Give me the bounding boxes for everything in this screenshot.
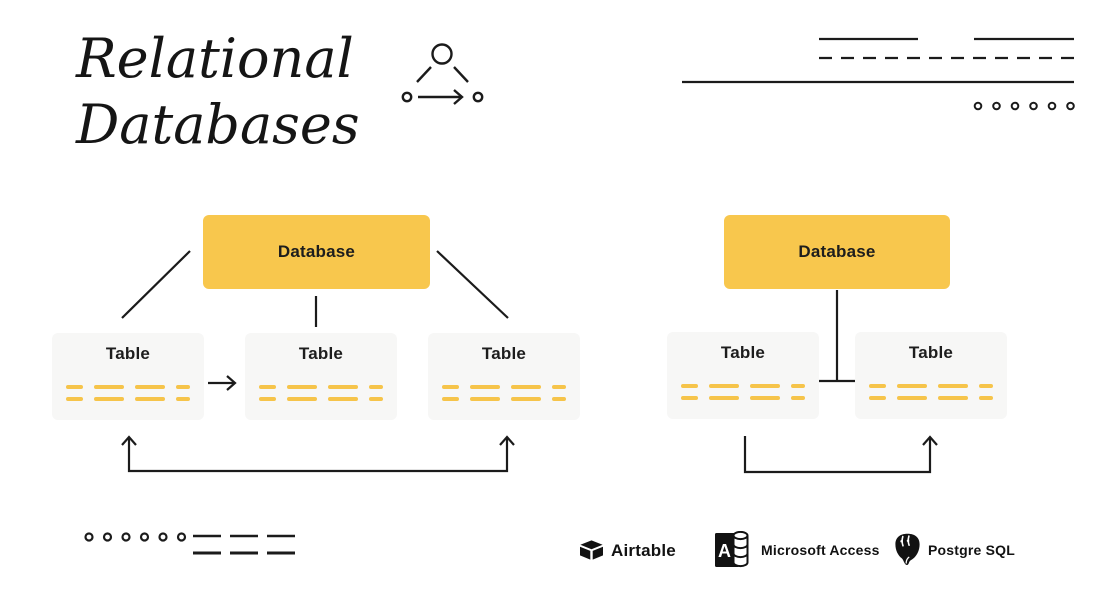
postgresql-logo: Postgre SQL xyxy=(893,533,1015,566)
microsoft-access-icon: A xyxy=(715,531,749,568)
left-bottom-arrowhead-right xyxy=(499,435,515,446)
left-table-2: Table xyxy=(245,333,397,420)
right-database-box: Database xyxy=(724,215,950,289)
postgresql-icon xyxy=(895,533,920,565)
airtable-icon xyxy=(580,540,603,560)
airtable-logo: Airtable xyxy=(579,540,676,561)
top-right-decoration xyxy=(682,37,1075,111)
left-table-2-label: Table xyxy=(298,344,344,363)
right-table-2: Table xyxy=(855,332,1007,419)
svg-text:A: A xyxy=(718,541,731,561)
right-table-1: Table xyxy=(667,332,819,419)
microsoft-access-logo: A Microsoft Access xyxy=(715,531,880,569)
table1-to-table2-arrowhead xyxy=(226,375,237,391)
left-bottom-arrowhead-left xyxy=(121,435,137,446)
left-table-1-label: Table xyxy=(105,344,151,363)
airtable-label: Airtable xyxy=(611,540,676,560)
left-database-label: Database xyxy=(277,242,356,261)
record-row xyxy=(869,384,993,388)
record-row xyxy=(681,396,805,400)
record-row xyxy=(259,385,383,389)
record-row xyxy=(66,385,190,389)
right-table-1-label: Table xyxy=(720,343,766,362)
record-row xyxy=(442,385,566,389)
record-row xyxy=(442,397,566,401)
page-title-line1: Relational xyxy=(76,27,354,90)
record-row xyxy=(681,384,805,388)
record-row xyxy=(869,396,993,400)
right-table-2-label: Table xyxy=(908,343,954,362)
bottom-left-decoration xyxy=(84,532,295,555)
left-table-3-label: Table xyxy=(481,344,527,363)
record-row xyxy=(66,397,190,401)
right-bottom-link xyxy=(743,436,932,474)
page-title: Relational Databases xyxy=(76,26,360,158)
left-table-3: Table xyxy=(428,333,580,420)
left-database-box: Database xyxy=(203,215,430,289)
microsoft-access-label: Microsoft Access xyxy=(761,542,880,558)
left-bottom-link xyxy=(127,438,509,473)
right-database-label: Database xyxy=(798,242,876,261)
page-title-line2: Databases xyxy=(76,93,360,156)
connector-db-to-table3 xyxy=(436,250,509,319)
right-bottom-arrowhead xyxy=(922,435,938,446)
postgresql-label: Postgre SQL xyxy=(928,541,1015,558)
relation-diagram-icon xyxy=(401,43,484,105)
record-row xyxy=(259,397,383,401)
left-table-1: Table xyxy=(52,333,204,420)
connector-db-to-table1 xyxy=(121,250,191,319)
